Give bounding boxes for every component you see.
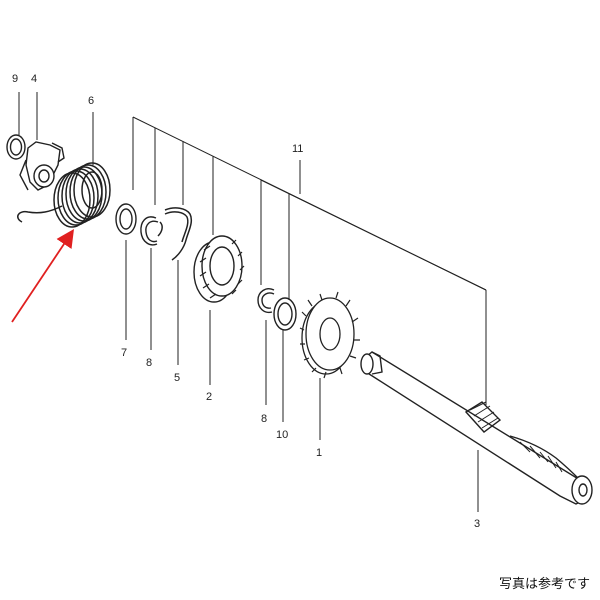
label-part-7: 7 [121, 347, 127, 359]
label-part-3: 3 [474, 518, 480, 530]
label-part-8-left: 8 [146, 357, 152, 369]
part-3-kick-shaft [360, 351, 593, 505]
leader-lines [18, 92, 487, 512]
label-part-1: 1 [316, 447, 322, 459]
part-5-spring-clip [157, 207, 193, 261]
label-part-5: 5 [174, 372, 180, 384]
part-10-washer [273, 297, 297, 331]
label-part-11: 11 [292, 143, 303, 155]
label-part-4: 4 [31, 73, 37, 85]
part-7-washer [115, 203, 137, 235]
label-part-10: 10 [276, 429, 288, 441]
part-2-ratchet [193, 235, 245, 303]
part-9-circlip [6, 134, 26, 160]
highlight-arrow [11, 229, 74, 323]
label-part-2: 2 [206, 391, 212, 403]
part-6-kick-spring [17, 162, 111, 228]
part-8-circlip-left [140, 216, 159, 246]
label-part-8-right: 8 [261, 413, 267, 425]
label-part-9: 9 [12, 73, 18, 85]
part-8-circlip-right [257, 288, 275, 314]
label-part-6: 6 [88, 95, 94, 107]
part-4-spring-guide [19, 141, 65, 191]
reference-photo-caption: 写真は参考です [498, 577, 590, 592]
part-1-kick-gear [299, 291, 360, 379]
